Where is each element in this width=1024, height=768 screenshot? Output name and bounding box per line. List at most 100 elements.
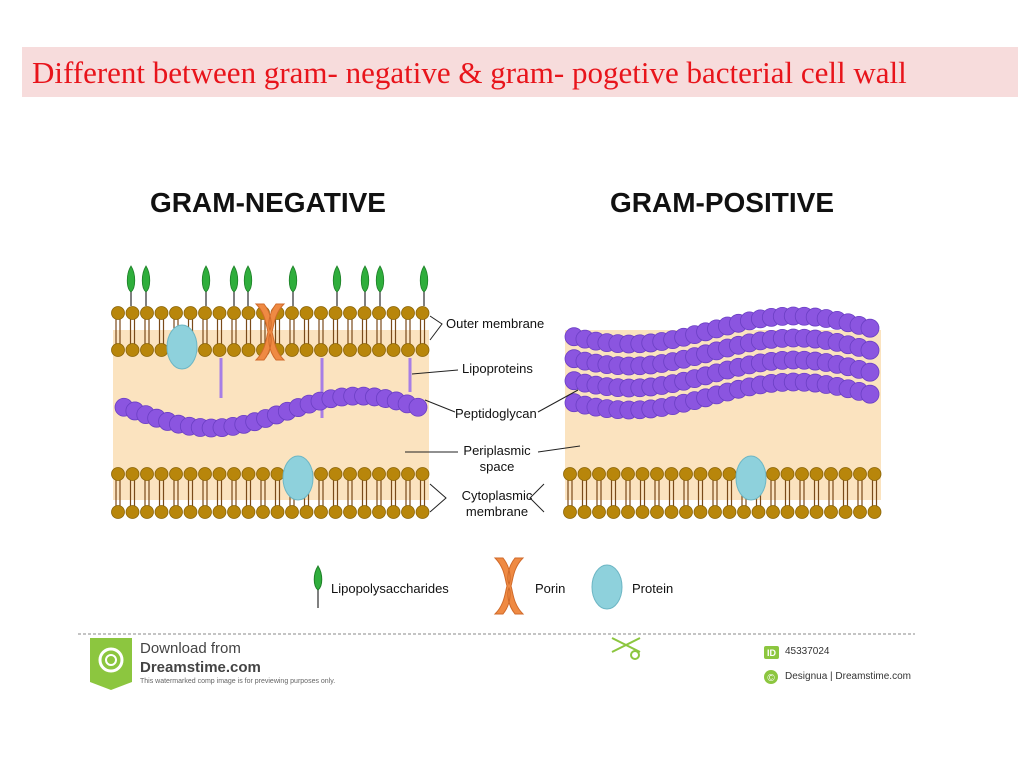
lipid-head — [154, 467, 169, 481]
lipid-head — [299, 306, 314, 320]
lipid-head — [635, 505, 650, 519]
lipid-head — [766, 505, 780, 519]
lipid-head — [621, 467, 635, 481]
download-from-text: Download from — [140, 640, 241, 657]
lipid-head — [328, 505, 343, 519]
lps-icon — [141, 265, 151, 293]
label-pointers — [405, 315, 581, 513]
legend-protein-label: Protein — [632, 581, 673, 596]
lipid-head — [227, 306, 241, 320]
lipid-head — [256, 467, 270, 481]
watermark-note: This watermarked comp image is for previ… — [140, 678, 336, 685]
label-membrane: membrane — [466, 504, 528, 519]
positive-membrane-protein — [735, 455, 767, 501]
lipid-head — [838, 467, 853, 481]
lipid-head — [154, 505, 169, 519]
scissors-icon — [611, 637, 641, 660]
peptidoglycan-bead — [408, 397, 428, 417]
lps-icon — [419, 265, 429, 293]
lipid-head — [853, 505, 867, 519]
lipid-head — [314, 343, 328, 357]
lps-icon — [243, 265, 253, 293]
lipid-head — [708, 505, 722, 519]
lipid-head — [372, 505, 386, 519]
lipid-head — [372, 306, 386, 320]
legend-porin-label: Porin — [535, 581, 565, 596]
lipid-head — [299, 343, 314, 357]
lipid-head — [722, 505, 737, 519]
lipid-head — [679, 505, 693, 519]
label-lipoproteins: Lipoproteins — [462, 361, 533, 376]
dreamstime-logo-icon — [90, 638, 132, 690]
lipid-head — [780, 505, 795, 519]
lipid-head — [824, 505, 838, 519]
lipid-head — [140, 505, 154, 519]
lipid-head — [343, 306, 357, 320]
lipid-head — [650, 467, 664, 481]
lipid-head — [386, 505, 401, 519]
lipid-head — [154, 343, 169, 357]
lipid-head — [708, 467, 722, 481]
lipid-head — [227, 467, 241, 481]
image-credit: Designua | Dreamstime.com — [785, 671, 911, 682]
lipid-head — [401, 467, 415, 481]
gram-negative-heading: GRAM-NEGATIVE — [150, 187, 386, 218]
lipid-head — [577, 505, 592, 519]
lipid-head — [577, 467, 592, 481]
lipid-head — [867, 505, 882, 519]
lipid-head — [125, 306, 140, 320]
lipid-head — [386, 467, 401, 481]
lipid-head — [621, 505, 635, 519]
label-space: space — [480, 459, 515, 474]
lipid-head — [198, 467, 212, 481]
lipid-head — [169, 505, 183, 519]
lipid-head — [111, 306, 125, 320]
lipid-head — [401, 306, 415, 320]
lipid-head — [169, 306, 183, 320]
copyright-icon — [764, 670, 778, 684]
lipid-head — [372, 343, 386, 357]
slide-title: Different between gram- negative & gram-… — [32, 55, 907, 90]
lipid-head — [212, 343, 227, 357]
lipid-head — [853, 467, 867, 481]
lipid-head — [563, 505, 577, 519]
lipid-head — [415, 505, 430, 519]
lipid-head — [357, 306, 372, 320]
lipopolysaccharides — [126, 265, 429, 306]
lipid-head — [780, 467, 795, 481]
lipid-head — [285, 505, 299, 519]
peptidoglycan-bead — [860, 340, 880, 360]
lipid-head — [285, 343, 299, 357]
lipid-head — [125, 343, 140, 357]
lipid-head — [111, 467, 125, 481]
image-id: 45337024 — [785, 646, 830, 657]
lipid-head — [241, 306, 256, 320]
lipid-head — [198, 343, 212, 357]
negative-cytoplasmic-membrane — [111, 467, 430, 519]
lipid-head — [563, 467, 577, 481]
legend-lps-icon — [313, 565, 323, 608]
lipid-head — [664, 505, 679, 519]
lipid-head — [328, 467, 343, 481]
negative-peptidoglycan — [114, 386, 428, 438]
dreamstime-link[interactable]: Dreamstime.com — [140, 659, 261, 676]
lps-icon — [229, 265, 239, 293]
lipid-head — [415, 306, 430, 320]
lipid-head — [809, 505, 824, 519]
id-badge-icon — [764, 646, 779, 659]
lipid-head — [227, 505, 241, 519]
lipid-head — [256, 505, 270, 519]
lps-icon — [375, 265, 385, 293]
lps-icon — [126, 265, 136, 293]
lipid-head — [198, 306, 212, 320]
lipid-head — [198, 505, 212, 519]
lipid-head — [183, 306, 198, 320]
lipid-head — [415, 343, 430, 357]
lps-icon — [201, 265, 211, 293]
lipid-head — [270, 505, 285, 519]
id-badge-label: ID — [767, 648, 777, 658]
peptidoglycan-bead — [860, 362, 880, 382]
peptidoglycan-bead — [860, 384, 880, 404]
lipid-head — [693, 505, 708, 519]
lipid-head — [592, 467, 606, 481]
